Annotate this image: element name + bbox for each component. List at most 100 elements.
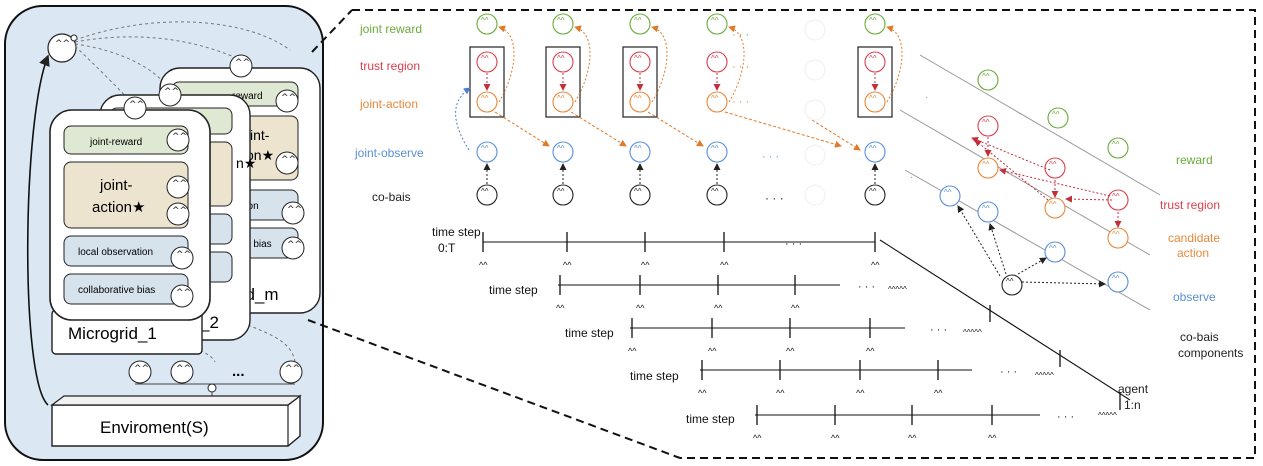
svg-text:^^: ^^ [285, 364, 300, 374]
agent-node: ^^ [977, 69, 999, 91]
observe-node: ^^ [706, 141, 728, 163]
svg-text:joint-: joint- [99, 177, 133, 194]
right-label-trust-region: trust region [1160, 198, 1220, 212]
timeline-hat: ^^ [714, 303, 723, 313]
svg-text:^^: ^^ [1052, 110, 1060, 119]
timeline-hat: ^^ [908, 433, 917, 443]
svg-text:^^: ^^ [982, 72, 990, 81]
timestep-column: ^^^^^^^^^^ [545, 13, 627, 206]
svg-text:^^: ^^ [481, 54, 489, 63]
agent-node: ^^ [1107, 227, 1129, 249]
transition-arrow [494, 111, 550, 147]
agent-node: ^^ [1044, 241, 1066, 263]
svg-text:^^: ^^ [481, 144, 489, 153]
svg-text:^^: ^^ [711, 54, 719, 63]
svg-text:^^: ^^ [481, 16, 489, 25]
joint-action-slot [63, 161, 189, 229]
timeline-hat: ^^ [720, 260, 729, 270]
bias-arrow [1017, 257, 1047, 275]
timestep-column: ^^^^^^^^^^ [622, 13, 704, 206]
svg-text:^^: ^^ [481, 94, 489, 103]
svg-text:^^: ^^ [235, 58, 250, 68]
trust-region-box [469, 46, 505, 118]
timeline-hat: ^^ [871, 260, 880, 270]
svg-text:^^: ^^ [172, 206, 187, 216]
co-bais-node: ^^ [629, 184, 651, 206]
svg-text:^^: ^^ [711, 187, 719, 196]
timeline-ellipsis: · · · [930, 324, 947, 336]
timeline-ellipsis: · · · [1057, 411, 1074, 423]
svg-text:^^: ^^ [557, 144, 565, 153]
co-bais-node: ^^ [552, 184, 574, 206]
timeline-hat: ^^ [636, 303, 645, 313]
timeline-range-label: 0:T [438, 241, 456, 255]
agent-axis [879, 239, 1131, 401]
svg-text:^^: ^^ [164, 87, 179, 97]
timeline-hat-run: ^^^^^ [1035, 371, 1054, 380]
svg-text:...: ... [232, 363, 245, 380]
timeline: ^^^^^^^^time step· · ·^^^^^ [686, 405, 1117, 443]
svg-text:^^: ^^ [129, 100, 144, 110]
right-label-observe: observe [1173, 290, 1216, 304]
svg-text:joint-reward: joint-reward [89, 137, 142, 148]
timeline-ellipsis: · · · [1000, 366, 1017, 378]
timestep-column: ^^^^^^^^^^ [857, 13, 903, 206]
agent-node: ^^ [977, 157, 999, 179]
trust-node: ^^ [629, 51, 651, 73]
transition-arrow [811, 119, 861, 151]
agent-node: ^^ [977, 201, 999, 223]
svg-text:^^: ^^ [711, 144, 719, 153]
label-joint-reward: joint reward [359, 22, 422, 36]
observe-node: ^^ [552, 141, 574, 163]
agent-node: ^^ [1107, 189, 1129, 211]
reward-arrow [728, 25, 745, 103]
right-label-action: action [1177, 246, 1209, 260]
timeline-hat: ^^ [628, 346, 637, 356]
policy-node: ^^ [47, 33, 78, 63]
timeline-hat: ^^ [988, 433, 997, 443]
timeline-hat-run: ^^^^^ [888, 285, 907, 294]
reward-node: ^^ [864, 13, 886, 35]
agent-node: ^^ [1107, 137, 1129, 159]
svg-text:^^: ^^ [176, 250, 191, 260]
svg-text:· · ·: · · · [732, 96, 749, 108]
reward-arrow [886, 25, 903, 103]
right-label-candidate: candidate [1168, 231, 1220, 245]
reward-arrow [651, 25, 668, 103]
zoom-line-top [311, 9, 353, 53]
action-node: ^^ [629, 91, 651, 113]
diagonal-guide [919, 54, 1161, 196]
right-labels: reward trust region candidate action obs… [1118, 153, 1243, 412]
co-bais-node: ^^ [476, 184, 498, 206]
svg-text:^^: ^^ [1049, 244, 1057, 253]
svg-text:^^: ^^ [557, 187, 565, 196]
svg-text:action★: action★ [92, 199, 145, 216]
svg-text:^^: ^^ [55, 39, 70, 49]
svg-text:reward: reward [232, 91, 263, 102]
svg-text:·: · [910, 172, 913, 183]
timeline-hat: ^^ [479, 260, 488, 270]
co-bais-node: ^^ [864, 184, 886, 206]
svg-text:^^: ^^ [281, 93, 296, 103]
svg-text:· · ·: · · · [732, 29, 749, 41]
svg-text:^^: ^^ [287, 205, 302, 215]
timeline-hat: ^^ [866, 346, 875, 356]
svg-text:^^: ^^ [634, 54, 642, 63]
right-label-components: components [1178, 346, 1243, 360]
reward-arrow [498, 25, 515, 103]
svg-text:^^: ^^ [176, 288, 191, 298]
right-label-agent-range: 1:n [1124, 398, 1141, 412]
observe-node: ^^ [629, 141, 651, 163]
svg-text:·: · [925, 92, 928, 103]
svg-text:^^: ^^ [1049, 160, 1057, 169]
trust-node: ^^ [706, 51, 728, 73]
svg-text:^^: ^^ [982, 204, 990, 213]
timeline-label: time step [630, 369, 679, 383]
svg-text:ve bias: ve bias [240, 239, 272, 250]
right-label-co-bais: co-bais [1180, 330, 1219, 344]
co-bais-node: ^^ [706, 184, 728, 206]
timeline-hat: ^^ [856, 388, 865, 398]
